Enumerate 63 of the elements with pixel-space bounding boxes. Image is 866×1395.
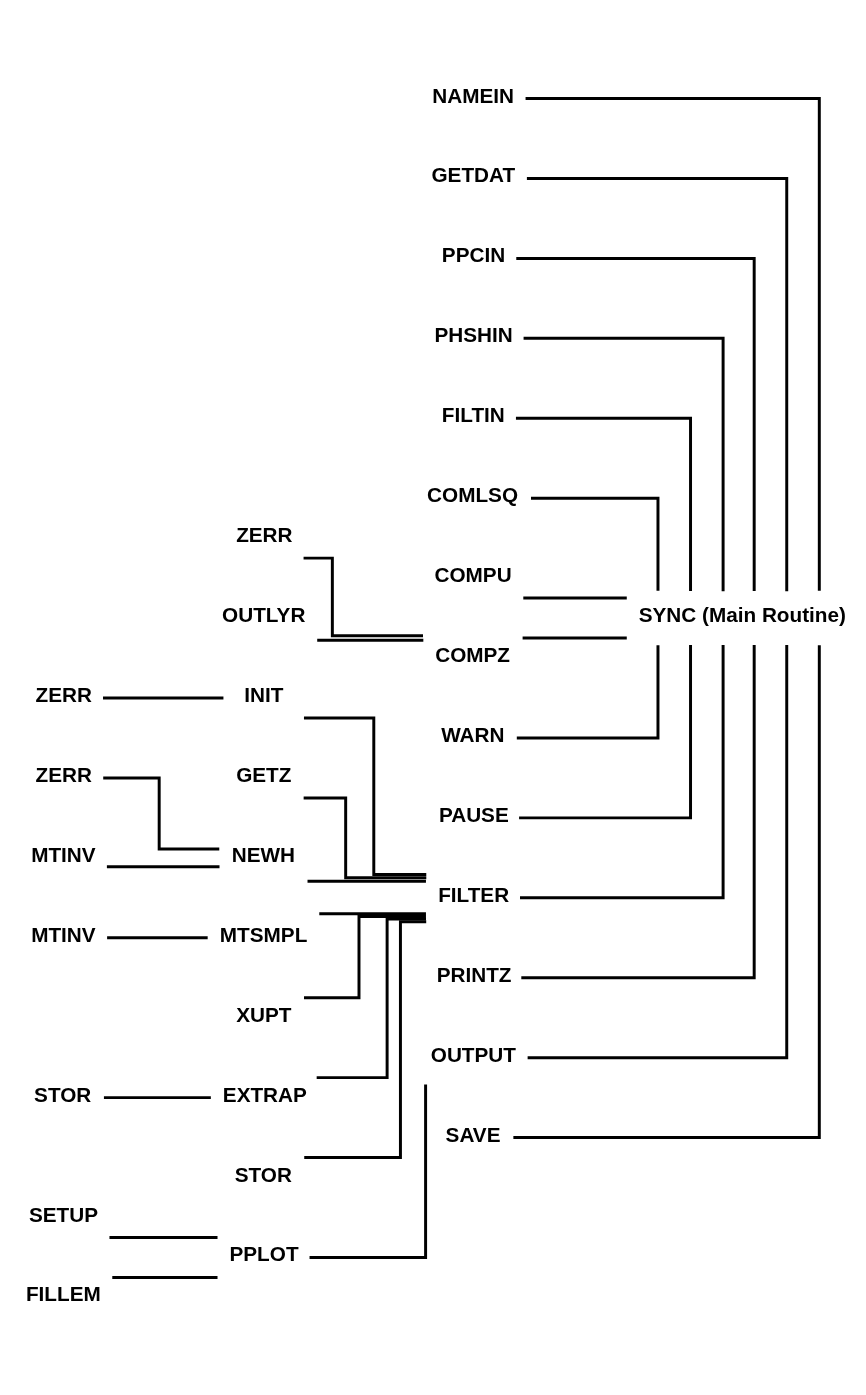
connector [304, 919, 427, 1159]
node-text: FILTIN [441, 402, 505, 426]
node-text: SAVE [445, 1122, 501, 1146]
node-text: EXTRAP [222, 1082, 307, 1106]
connector [520, 644, 725, 899]
node-text: WARN [441, 722, 505, 746]
node-text: SETUP [28, 1202, 99, 1226]
connector [303, 556, 423, 637]
node-text: ZERR [35, 682, 92, 706]
node-text: MTINV [31, 922, 96, 946]
connector [522, 636, 627, 640]
connector [523, 596, 627, 600]
connector [523, 336, 725, 591]
connector [515, 416, 692, 591]
connector [513, 644, 821, 1139]
node-text: NAMEIN [432, 83, 514, 107]
node-text: ZERR [236, 522, 293, 546]
node-text: MTSMPL [219, 922, 308, 946]
node-text: MTINV [31, 842, 96, 866]
node-text: INIT [244, 682, 284, 706]
node-text: STOR [234, 1162, 292, 1186]
node-text: PPCIN [441, 242, 506, 266]
connector [303, 716, 427, 876]
connector [106, 864, 220, 868]
connector [112, 1275, 218, 1279]
node-text: XUPT [236, 1002, 292, 1026]
connector [526, 176, 789, 591]
connector [103, 1095, 211, 1099]
node-text: COMPU [434, 562, 512, 586]
connector [516, 256, 756, 591]
node-text: GETDAT [431, 162, 516, 186]
connector [521, 644, 756, 979]
connector [516, 644, 660, 739]
connector [531, 496, 660, 591]
node-text: PPLOT [229, 1241, 299, 1265]
node-text: FILLEM [25, 1281, 101, 1305]
connector [317, 638, 424, 642]
connector [319, 911, 426, 915]
connector [527, 644, 789, 1059]
connector [525, 96, 821, 591]
node-text: OUTLYR [222, 602, 306, 626]
node-text: FILTER [438, 882, 510, 906]
node-text: PAUSE [438, 802, 509, 826]
node-text: COMPZ [435, 642, 511, 666]
connector [103, 696, 224, 699]
node-text: OUTPUT [430, 1042, 516, 1066]
connector [309, 1084, 428, 1259]
connector [519, 644, 692, 819]
connector [109, 1235, 218, 1239]
connector [307, 879, 426, 883]
connector [304, 914, 426, 999]
connector [316, 917, 426, 1079]
node-text: NEWH [231, 842, 296, 866]
node-text: SYNC (Main Routine) [638, 602, 846, 626]
connector [303, 795, 427, 879]
node-text: PRINTZ [436, 962, 512, 986]
connector [103, 775, 220, 850]
node-text: STOR [34, 1082, 92, 1106]
connector [107, 935, 208, 939]
node-text: COMLSQ [427, 482, 519, 506]
node-text: ZERR [35, 762, 92, 786]
node-text: PHSHIN [434, 322, 513, 346]
node-text: GETZ [236, 762, 292, 786]
